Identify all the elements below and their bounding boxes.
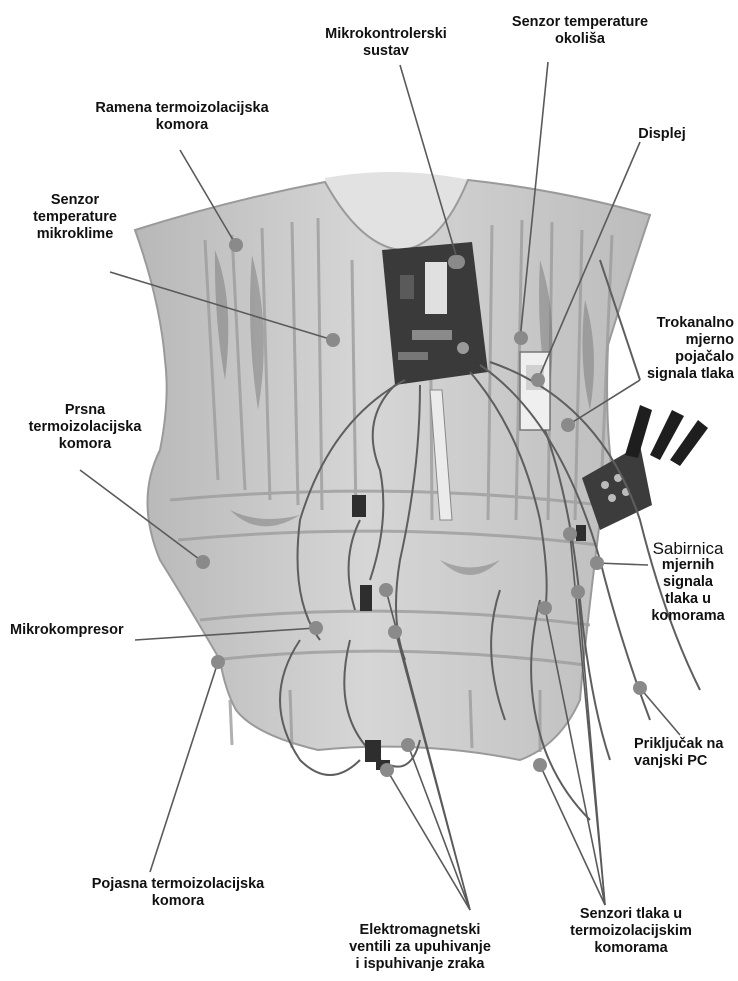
label-line: Mikrokontrolerski bbox=[286, 26, 486, 43]
label-line: mikroklime bbox=[10, 226, 140, 243]
label-display: Displej bbox=[612, 126, 712, 143]
label-line: temperature bbox=[10, 209, 140, 226]
microcontroller-board bbox=[382, 242, 488, 385]
label-line: Senzori tlaka u bbox=[546, 906, 716, 923]
label-line: Prsna bbox=[10, 402, 160, 419]
label-line: Sabirnica bbox=[638, 540, 738, 557]
label-line: Displej bbox=[612, 126, 712, 143]
label-line: Priključak na bbox=[634, 736, 738, 753]
label-pressure-sensors: Senzori tlaka u termoizolacijskim komora… bbox=[546, 906, 716, 957]
label-line: Elektromagnetski bbox=[320, 922, 520, 939]
label-line: mjernih bbox=[638, 557, 738, 574]
label-line: komora bbox=[10, 436, 160, 453]
label-line: sustav bbox=[286, 43, 486, 60]
label-line: Mikrokompresor bbox=[10, 622, 124, 639]
label-amplifier: Trokanalno mjerno pojačalo signala tlaka bbox=[600, 315, 734, 383]
label-line: termoizolacijska bbox=[10, 419, 160, 436]
label-line: Pojasna termoizolacijska bbox=[58, 876, 298, 893]
label-line: Senzor temperature bbox=[490, 14, 670, 31]
label-microcontroller-system: Mikrokontrolerski sustav bbox=[286, 26, 486, 60]
label-line: komora bbox=[62, 117, 302, 134]
label-solenoid-valves: Elektromagnetski ventili za upuhivanje i… bbox=[320, 922, 520, 973]
label-line: Trokanalno bbox=[600, 315, 734, 332]
label-line: Ramena termoizolacijska bbox=[62, 100, 302, 117]
label-ambient-temperature-sensor: Senzor temperature okoliša bbox=[490, 14, 670, 48]
label-line: komorama bbox=[546, 940, 716, 957]
label-line: signala tlaka bbox=[600, 366, 734, 383]
label-line: i ispuhivanje zraka bbox=[320, 956, 520, 973]
label-line: okoliša bbox=[490, 31, 670, 48]
label-line: termoizolacijskim bbox=[546, 923, 716, 940]
label-line: signala bbox=[638, 574, 738, 591]
label-microclimate-sensor: Senzor temperature mikroklime bbox=[10, 192, 140, 243]
label-line: vanjski PC bbox=[634, 753, 738, 770]
label-microcompressor: Mikrokompresor bbox=[10, 622, 124, 639]
label-line: ventili za upuhivanje bbox=[320, 939, 520, 956]
label-line: komorama bbox=[638, 608, 738, 625]
label-shoulder-chamber: Ramena termoizolacijska komora bbox=[62, 100, 302, 134]
label-signal-bus: Sabirnica mjernih signala tlaka u komora… bbox=[638, 540, 738, 625]
label-chest-chamber: Prsna termoizolacijska komora bbox=[10, 402, 160, 453]
label-line: Senzor bbox=[10, 192, 140, 209]
label-line: tlaka u bbox=[638, 591, 738, 608]
label-line: komora bbox=[58, 893, 298, 910]
label-line: mjerno bbox=[600, 332, 734, 349]
label-line: pojačalo bbox=[600, 349, 734, 366]
label-pc-connector: Priključak na vanjski PC bbox=[634, 736, 738, 770]
label-waist-chamber: Pojasna termoizolacijska komora bbox=[58, 876, 298, 910]
